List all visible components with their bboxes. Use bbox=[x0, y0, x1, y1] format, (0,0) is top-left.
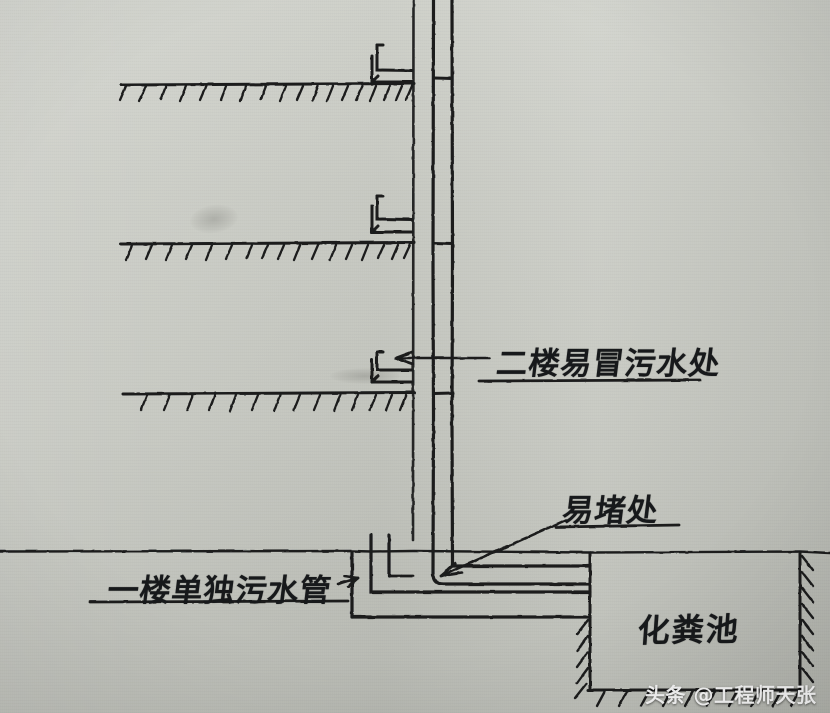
floor-slab-2f bbox=[119, 241, 416, 246]
septic-tank-hatch-right bbox=[800, 554, 815, 684]
annotation-clog-point: 易堵处 bbox=[560, 493, 661, 529]
stack-outer-line bbox=[411, 0, 415, 542]
branch-drain-mid bbox=[370, 350, 414, 384]
septic-tank-hatch-left bbox=[573, 618, 590, 700]
branch-drain-3f bbox=[370, 43, 414, 84]
branch-drain-2f bbox=[370, 194, 414, 234]
floor-slab-1f bbox=[121, 391, 416, 396]
stack-joint-marks bbox=[432, 76, 454, 395]
floor-hatch-1f bbox=[139, 393, 408, 413]
septic-tank-outline bbox=[586, 551, 804, 692]
first-floor-separate-pipe bbox=[350, 533, 592, 619]
septic-tank-hatch-bottom bbox=[595, 689, 801, 708]
floor-slab-3f bbox=[119, 82, 416, 87]
floor-hatch-2f bbox=[124, 243, 412, 262]
annotation-second-floor-backup: 二楼易冒污水处 bbox=[494, 346, 723, 382]
watermark-text: 头条 @工程师天张 bbox=[645, 683, 817, 707]
ground-line bbox=[0, 549, 830, 555]
leader-1f-pipe bbox=[336, 574, 360, 589]
floor-hatch-3f bbox=[118, 84, 414, 103]
annotation-first-floor-pipe: 一楼单独污水管 bbox=[105, 573, 334, 609]
label-underlines bbox=[88, 378, 702, 604]
stack-base-elbow bbox=[431, 564, 592, 586]
leader-clog-point bbox=[439, 518, 568, 578]
soil-stack-pipe bbox=[431, 0, 455, 576]
annotation-septic-tank: 化粪池 bbox=[636, 610, 742, 650]
leader-2f-backup bbox=[394, 350, 492, 366]
